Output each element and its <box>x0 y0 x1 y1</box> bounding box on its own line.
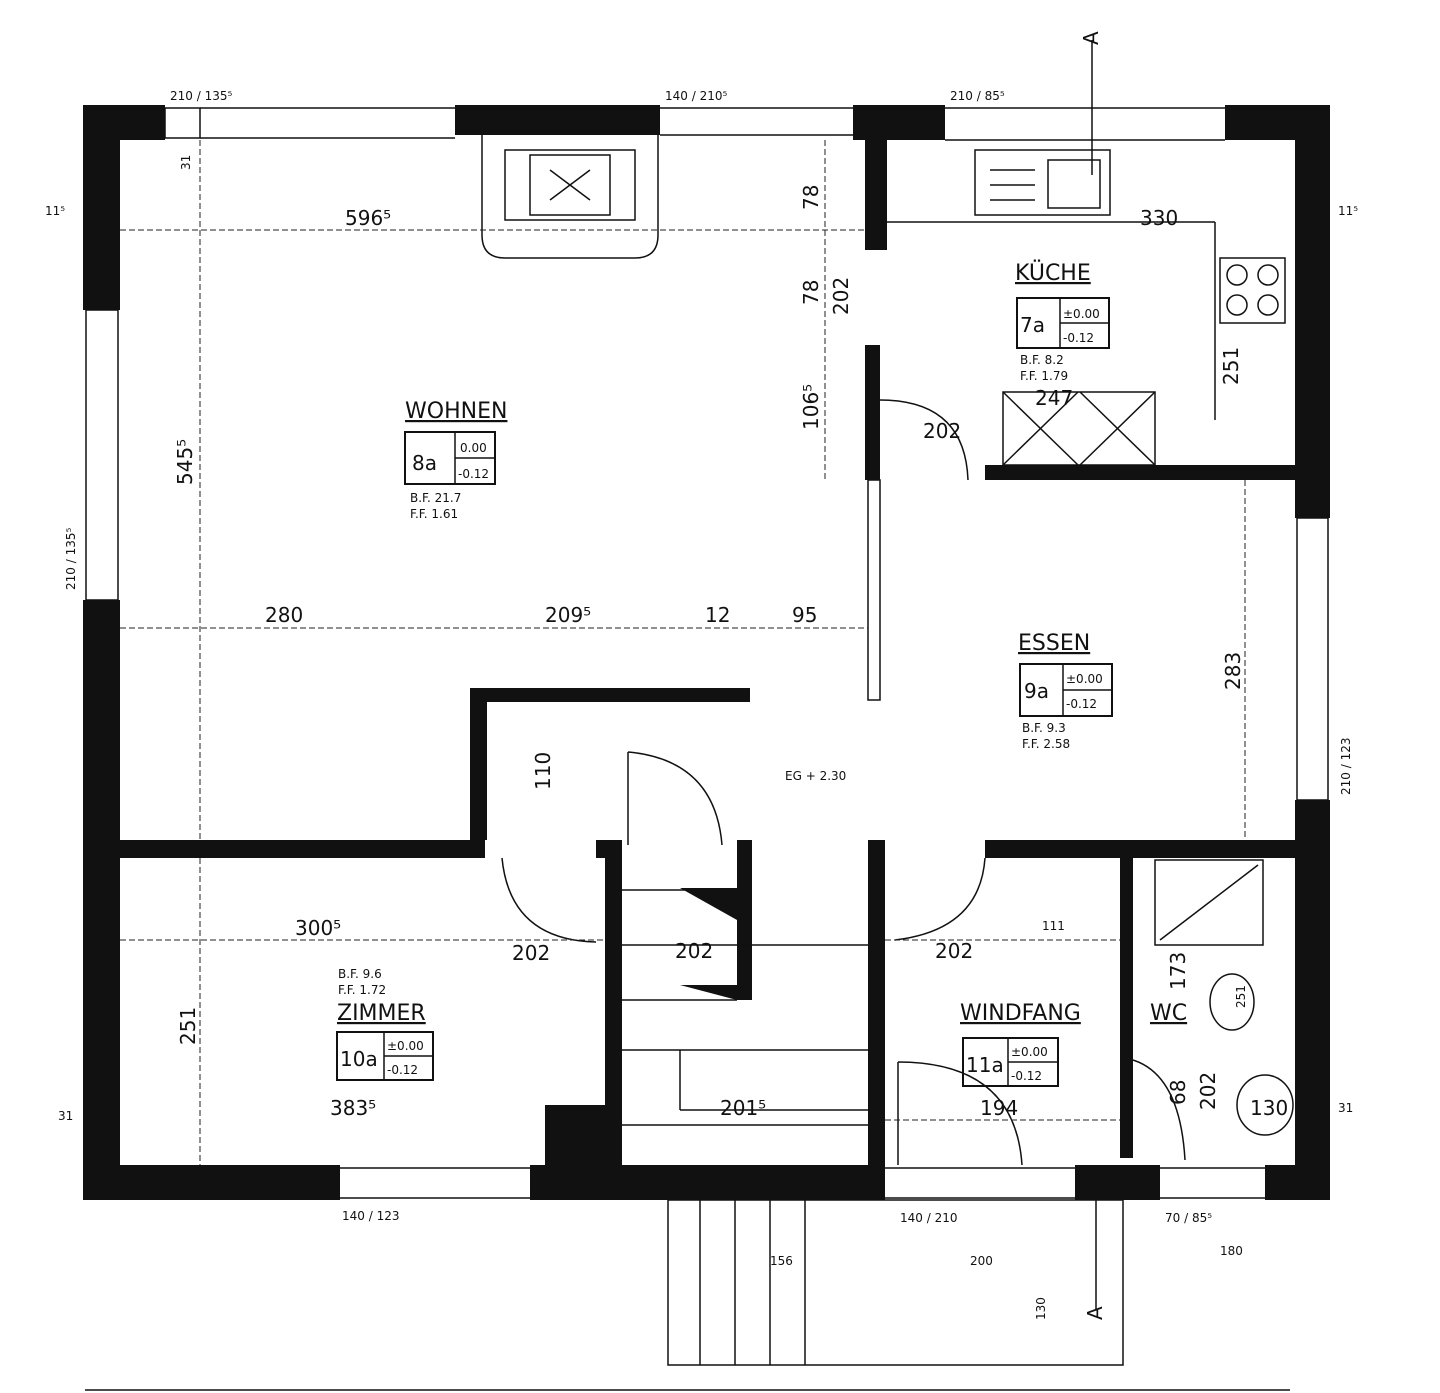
room-windfang: WINDFANG 11a ±0.00 -0.12 <box>960 1001 1081 1087</box>
windows <box>85 107 1329 1199</box>
dim-label: 31 <box>1338 1101 1353 1115</box>
room-name: ESSEN <box>1018 631 1090 656</box>
dim-label: 202 <box>829 277 853 315</box>
dim-label: 247 <box>1035 386 1073 410</box>
dim-label: 251 <box>1234 985 1248 1008</box>
room-code: 9a <box>1024 679 1049 703</box>
level-top: ±0.00 <box>1066 672 1103 686</box>
room-bf: B.F. 9.3 <box>1022 721 1066 735</box>
section-marker-bottom: A <box>1083 1306 1107 1320</box>
dim-label: 140 / 123 <box>342 1209 399 1223</box>
dim-label: 70 / 85⁵ <box>1165 1211 1212 1225</box>
dim-label: 202 <box>935 939 973 963</box>
dim-label: 201⁵ <box>720 1096 766 1120</box>
level-top: ±0.00 <box>1063 307 1100 321</box>
dim-label: 68 <box>1166 1080 1190 1105</box>
room-name: WOHNEN <box>405 399 507 424</box>
dim-label: 11⁵ <box>45 204 65 218</box>
dim-label: 78 <box>799 185 823 210</box>
dimension-labels: 210 / 135⁵ 140 / 210⁵ 210 / 85⁵ 210 / 13… <box>45 89 1358 1320</box>
dim-label: 173 <box>1166 952 1190 990</box>
dim-label: 202 <box>675 939 713 963</box>
room-code: 7a <box>1020 313 1045 337</box>
room-bf: B.F. 9.6 <box>338 967 382 981</box>
dim-label: 110 <box>531 752 555 790</box>
floor-level-label: EG + 2.30 <box>785 769 846 783</box>
dim-label: 209⁵ <box>545 603 591 627</box>
dim-label: 596⁵ <box>345 206 391 230</box>
dim-label: 330 <box>1140 206 1178 230</box>
dim-label: 200 <box>970 1254 993 1268</box>
dim-label: 11⁵ <box>1338 204 1358 218</box>
dim-label: 210 / 123 <box>1339 738 1353 795</box>
room-ff: F.F. 1.61 <box>410 507 458 521</box>
dim-label: 194 <box>980 1096 1018 1120</box>
room-ff: F.F. 2.58 <box>1022 737 1070 751</box>
doors <box>501 399 1186 1166</box>
level-bottom: -0.12 <box>387 1063 418 1077</box>
dim-label: 210 / 135⁵ <box>64 528 78 590</box>
room-code: 11a <box>966 1053 1004 1077</box>
room-code: 10a <box>340 1047 378 1071</box>
level-top: ±0.00 <box>1011 1045 1048 1059</box>
room-name: KÜCHE <box>1015 260 1091 286</box>
room-kueche: KÜCHE 7a ±0.00 -0.12 B.F. 8.2 F.F. 1.79 <box>1015 260 1110 383</box>
dim-label: 210 / 85⁵ <box>950 89 1005 103</box>
dim-label: 111 <box>1042 919 1065 933</box>
interior-walls <box>120 140 1295 1165</box>
dim-label: 130 <box>1034 1297 1048 1320</box>
dim-label: 12 <box>705 603 730 627</box>
dim-label: 383⁵ <box>330 1096 376 1120</box>
level-bottom: -0.12 <box>1066 697 1097 711</box>
staircase <box>622 888 868 1126</box>
room-wohnen: WOHNEN 8a 0.00 -0.12 B.F. 21.7 F.F. 1.61 <box>404 399 507 521</box>
dim-label: 180 <box>1220 1244 1243 1258</box>
dim-label: 78 <box>799 280 823 305</box>
dim-label: 251 <box>1219 347 1243 385</box>
dim-label: 545⁵ <box>173 439 197 485</box>
dim-label: 31 <box>179 155 193 170</box>
room-ff: F.F. 1.79 <box>1020 369 1068 383</box>
room-ff: F.F. 1.72 <box>338 983 386 997</box>
dim-label: 31 <box>58 1109 73 1123</box>
level-bottom: -0.12 <box>1011 1069 1042 1083</box>
dim-label: 130 <box>1250 1096 1288 1120</box>
dim-label: 95 <box>792 603 817 627</box>
dim-label: 140 / 210⁵ <box>665 89 727 103</box>
outer-walls <box>83 105 1330 1200</box>
dim-label: 280 <box>265 603 303 627</box>
level-bottom: -0.12 <box>1063 331 1094 345</box>
level-bottom: -0.12 <box>458 467 489 481</box>
level-top: ±0.00 <box>387 1039 424 1053</box>
room-code: 8a <box>412 451 437 475</box>
dim-label: 283 <box>1221 652 1245 690</box>
room-bf: B.F. 8.2 <box>1020 353 1064 367</box>
fixtures <box>481 135 1294 1366</box>
dim-label: 156 <box>770 1254 793 1268</box>
room-wc: WC <box>1150 1001 1187 1026</box>
room-bf: B.F. 21.7 <box>410 491 461 505</box>
section-marker-top: A <box>1079 31 1103 45</box>
dim-label: 251 <box>176 1007 200 1045</box>
dim-label: 106⁵ <box>799 384 823 430</box>
level-top: 0.00 <box>460 441 487 455</box>
dim-label: 202 <box>512 941 550 965</box>
dim-label: 202 <box>1196 1072 1220 1110</box>
room-zimmer: B.F. 9.6 F.F. 1.72 ZIMMER 10a ±0.00 -0.1… <box>336 967 434 1081</box>
dimension-lines <box>85 40 1290 1391</box>
room-name: ZIMMER <box>337 1001 426 1026</box>
dim-label: 300⁵ <box>295 916 341 940</box>
dim-label: 140 / 210 <box>900 1211 957 1225</box>
room-name: WINDFANG <box>960 1001 1081 1026</box>
dim-label: 210 / 135⁵ <box>170 89 232 103</box>
dim-label: 202 <box>923 419 961 443</box>
room-essen: ESSEN 9a ±0.00 -0.12 B.F. 9.3 F.F. 2.58 <box>1018 631 1113 751</box>
